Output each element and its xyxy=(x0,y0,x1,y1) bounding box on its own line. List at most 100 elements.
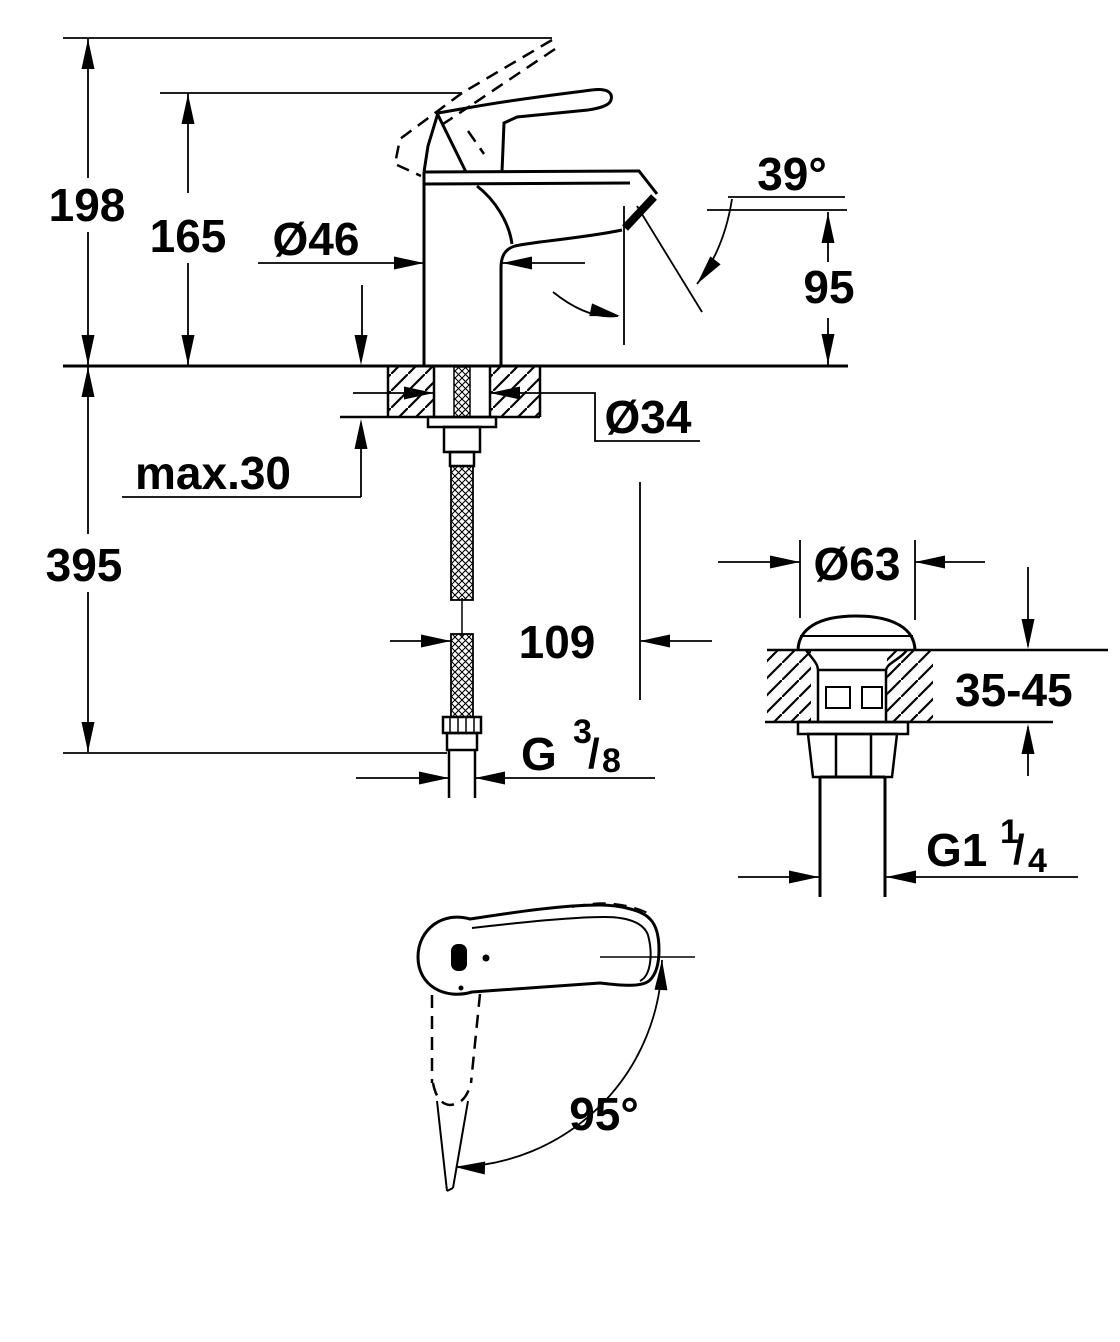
waste-deck xyxy=(765,648,1108,724)
arrowhead xyxy=(354,419,368,449)
popup-waste-body xyxy=(796,614,917,897)
dim-spout-angle-39: 39° xyxy=(636,148,827,313)
dim-spout-height-95: 95 xyxy=(707,196,855,365)
arrowhead xyxy=(475,771,505,785)
arrowhead xyxy=(81,39,95,69)
dim-supply-thread-g38: G 3 / 8 xyxy=(356,713,655,785)
waste-tailpipe xyxy=(818,775,887,897)
label-395: 395 xyxy=(46,539,123,591)
label-d34: Ø34 xyxy=(605,391,692,443)
lever-handle xyxy=(422,88,613,173)
label-g114-denominator: 4 xyxy=(1028,842,1047,880)
label-g114-slash: / xyxy=(1013,826,1025,873)
spout-dashed-position xyxy=(430,993,482,1107)
arrowhead xyxy=(502,256,532,270)
connector-pipe xyxy=(447,750,477,798)
front-view: 198 165 395 Ø46 Ø34 xyxy=(46,37,855,798)
arrowhead xyxy=(589,303,622,323)
arrowhead xyxy=(181,335,195,365)
arrowhead xyxy=(1021,724,1035,754)
dim-63-lines xyxy=(718,540,985,620)
dim-overall-height-198: 198 xyxy=(49,37,552,366)
label-g114-prefix: G1 xyxy=(926,824,987,876)
waste-hatch-right xyxy=(887,651,933,721)
dim-lever-height-165: 165 xyxy=(150,92,462,366)
waste-window-right xyxy=(861,686,883,709)
swivel-arc xyxy=(455,959,663,1168)
waste-throat xyxy=(804,649,909,722)
arrowhead xyxy=(421,634,451,648)
arrowhead xyxy=(354,335,368,365)
arrowhead xyxy=(821,213,835,243)
waste-cap-dome xyxy=(796,614,917,652)
dim-body-diameter-46: Ø46 xyxy=(258,213,585,270)
waste-window-left xyxy=(825,686,851,709)
flex-hose-lower xyxy=(450,633,474,718)
waste-hatch-left xyxy=(767,651,811,721)
dim-offset-109: 109 xyxy=(390,482,712,700)
waste-locknut xyxy=(806,732,899,779)
handle-dot-small xyxy=(458,985,464,991)
dim-95-lines xyxy=(707,196,847,365)
mounting-washer xyxy=(426,415,498,429)
handle-top-dashed-arc xyxy=(571,902,651,915)
dim-shank-diameter-34: Ø34 xyxy=(353,386,700,443)
dim-swivel-angle-95: 95° xyxy=(454,959,669,1175)
label-95: 95 xyxy=(803,261,854,313)
shank-walls xyxy=(432,366,492,417)
label-d46: Ø46 xyxy=(273,213,360,265)
arrowhead xyxy=(789,870,819,884)
label-g38-slash: / xyxy=(588,730,600,777)
arrowhead xyxy=(81,722,95,752)
arrowhead xyxy=(394,256,424,270)
arrowhead xyxy=(915,555,945,569)
angle-39-leader xyxy=(636,205,703,313)
mounting-nut xyxy=(442,425,482,454)
waste-detail-view: Ø63 35-45 G1 1 / 4 xyxy=(718,538,1108,897)
arrowhead xyxy=(886,870,916,884)
body-outline xyxy=(422,169,659,366)
handle-dot xyxy=(482,954,490,962)
aerator-band xyxy=(622,194,657,231)
dim-waste-thread-g114: G1 1 / 4 xyxy=(738,813,1078,884)
threaded-rod xyxy=(453,366,471,418)
lever-raised-dashed xyxy=(393,38,556,178)
arrowhead xyxy=(821,334,835,364)
arrowhead xyxy=(640,634,670,648)
hose-nut-collar xyxy=(441,715,483,735)
handle-top-inner-line xyxy=(471,915,652,982)
label-d63: Ø63 xyxy=(814,538,901,590)
flow-axis-mark xyxy=(552,206,625,345)
handle-top-outline xyxy=(416,903,661,996)
label-g38-numerator: 3 xyxy=(573,713,592,751)
angle-39-arc xyxy=(696,198,733,285)
label-3545: 35-45 xyxy=(955,664,1073,716)
label-g114-numerator: 1 xyxy=(1000,813,1019,851)
dim-198-lines xyxy=(63,37,552,366)
arrowhead xyxy=(454,1160,486,1175)
arrowhead xyxy=(81,367,95,397)
spout-profile-lines xyxy=(436,1100,469,1192)
label-165: 165 xyxy=(150,210,227,262)
flow-arc xyxy=(552,291,619,318)
dim-hose-length-395: 395 xyxy=(46,366,447,754)
under-counter-assembly xyxy=(426,366,498,798)
hose-nut-ridges xyxy=(449,718,475,732)
dim-deck-thickness-max30: max.30 xyxy=(122,285,368,499)
label-39deg: 39° xyxy=(757,148,827,200)
arrowhead xyxy=(770,555,800,569)
dim-deck-range-3545: 35-45 xyxy=(955,567,1073,776)
arrowhead xyxy=(181,94,195,124)
hose-nut-lower xyxy=(445,731,479,752)
label-g38-denominator: 8 xyxy=(602,742,621,780)
handle-logo-pill xyxy=(451,944,467,971)
arrowhead xyxy=(691,256,721,289)
label-198: 198 xyxy=(49,179,126,231)
nut-step xyxy=(448,450,476,468)
handle-top-view: 95° xyxy=(416,902,695,1192)
label-95deg: 95° xyxy=(569,1088,639,1140)
dim-flange-diameter-63: Ø63 xyxy=(718,538,985,620)
waste-washer xyxy=(796,720,910,736)
arrowhead xyxy=(81,335,95,365)
